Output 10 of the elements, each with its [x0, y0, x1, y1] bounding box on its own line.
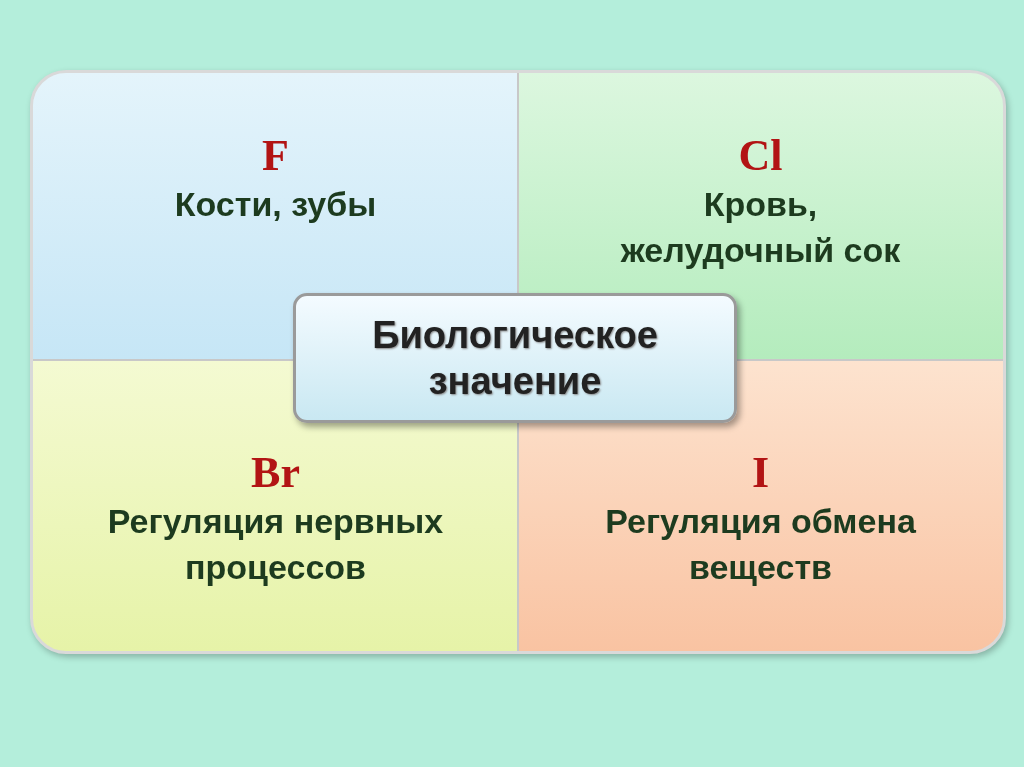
- description-text: Регуляция нервных процессов: [106, 501, 445, 588]
- description-text: Кровь, желудочный сок: [619, 184, 902, 271]
- element-symbol: Cl: [738, 131, 783, 181]
- element-symbol: Br: [251, 448, 300, 498]
- center-title: Биологическое значение: [371, 313, 659, 404]
- center-box: [293, 293, 737, 423]
- description-text: Кости, зубы: [174, 184, 377, 225]
- element-symbol: F: [262, 131, 289, 181]
- element-symbol: I: [751, 448, 770, 498]
- description-text: Регуляция обмена веществ: [604, 501, 917, 588]
